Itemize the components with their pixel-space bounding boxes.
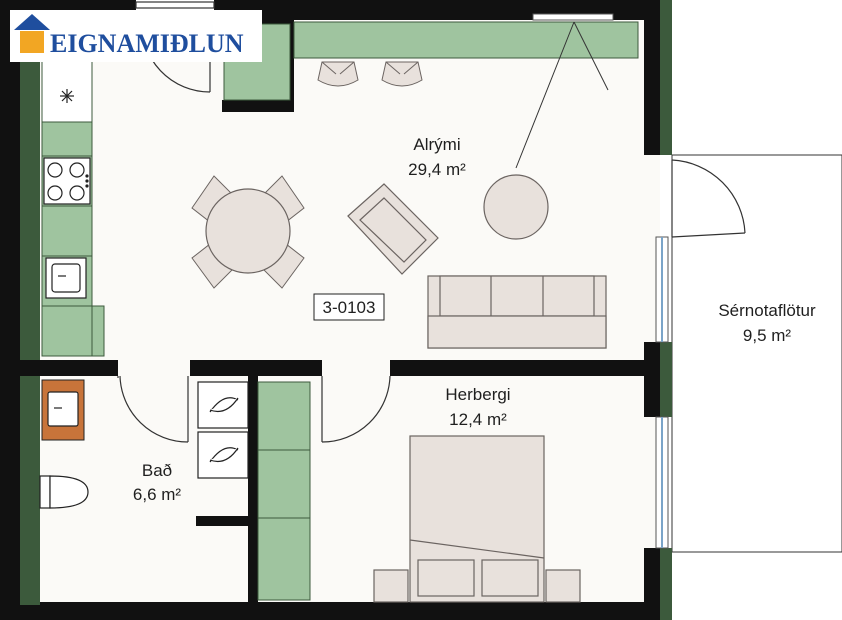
bedroom-door [321,375,391,443]
room-name-alrymi: Alrými [413,135,460,154]
interior-walls [20,20,644,602]
room-area-alrymi: 29,4 m² [408,160,466,179]
bar-stool [381,61,423,87]
brand-name: EIGNAMIÐLUN [50,29,244,58]
unit-code: 3-0103 [323,298,376,317]
room-name-bad: Bað [142,461,172,480]
stove-icon [43,157,91,205]
terrace-floor [671,154,842,553]
top-shelf [293,21,639,59]
sofa [427,275,607,349]
toilet [39,475,89,509]
bathroom-vanity [41,379,85,441]
room-area-sernotaflotur: 9,5 m² [743,326,792,345]
pendant-lamp-wire [515,21,609,169]
terrace-door [671,159,746,238]
window-living [655,236,669,343]
wardrobe [257,381,311,601]
coffee-table [483,174,549,240]
window-bedroom [655,416,669,549]
room-area-bad: 6,6 m² [133,485,182,504]
wall-accents [20,0,672,620]
unit-code-box: 3-0103 [313,293,385,321]
bed [373,435,581,603]
house-roof-icon [14,14,50,30]
kitchen-sink-icon [45,257,87,299]
bathroom-door [117,375,189,443]
dining-table [205,188,291,274]
room-name-herbergi: Herbergi [445,385,510,404]
room-area-herbergi: 12,4 m² [449,410,507,429]
armchair [347,183,439,275]
window-top [532,13,614,21]
bar-stool [317,61,359,87]
room-name-sernotaflotur: Sérnotaflötur [718,301,816,320]
washer-dryer [197,381,249,479]
fan-icon [60,89,74,103]
house-body-icon [20,31,44,53]
brand-logo: EIGNAMIÐLUN [10,10,262,62]
